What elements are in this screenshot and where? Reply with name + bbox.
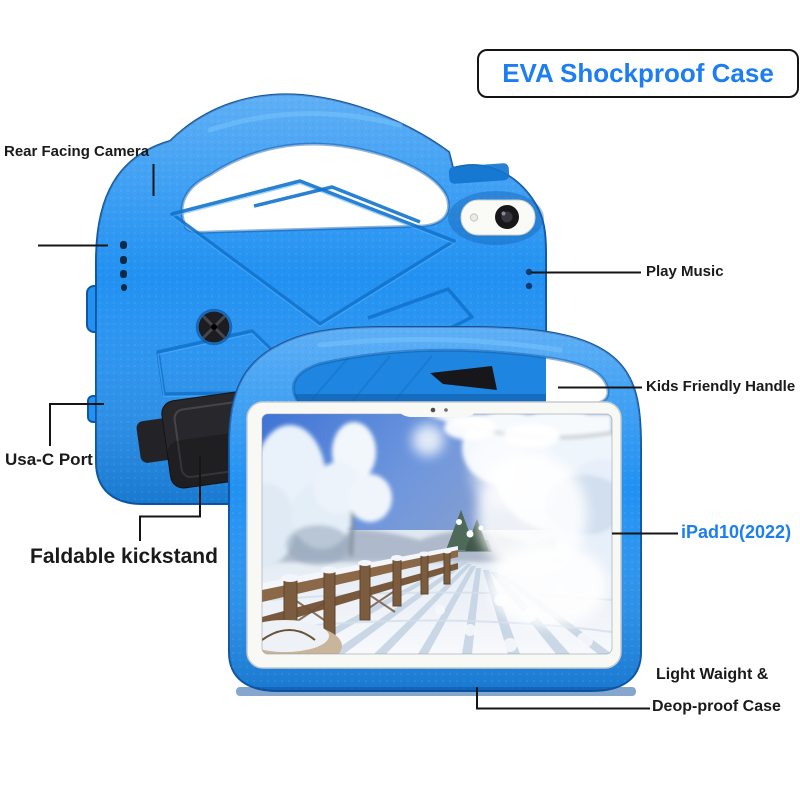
front-mic-dot [444, 408, 448, 412]
camera-flash [469, 213, 479, 222]
case-gap-shadow [430, 366, 497, 390]
title-badge: EVA Shockproof Case [477, 49, 799, 98]
label-play-music: Play Music [646, 263, 724, 280]
callout-line-usb [49, 403, 104, 446]
label-model: iPad10(2022) [681, 522, 792, 542]
wooden-fence [262, 546, 458, 654]
label-lightweight-line1: Light Waight & [656, 666, 769, 683]
rear-camera [448, 191, 544, 245]
label-lightweight-line2: Deop-proof Case [652, 698, 781, 715]
label-rear-camera: Rear Facing Camera [4, 143, 150, 160]
snowy-trees-left [262, 422, 392, 567]
callout-lines [38, 164, 678, 710]
callout-line-kickstand [139, 456, 201, 541]
title-text: EVA Shockproof Case [502, 58, 774, 88]
label-kickstand: Faldable kickstand [30, 545, 218, 568]
front-camera-dot [430, 407, 436, 413]
handle-hinge-groove [448, 163, 510, 184]
case-front-view [228, 326, 642, 696]
label-usb-port: Usa-C Port [5, 450, 93, 469]
speaker-holes [120, 241, 127, 291]
back-screw [195, 308, 233, 346]
front-camera-notch [397, 403, 478, 417]
label-kids-handle: Kids Friendly Handle [646, 378, 796, 395]
case-bottom-shadow [236, 687, 636, 696]
screen-image [262, 414, 612, 654]
right-edge-speaker-dots [525, 268, 533, 290]
callout-line-lightweight [476, 687, 650, 710]
